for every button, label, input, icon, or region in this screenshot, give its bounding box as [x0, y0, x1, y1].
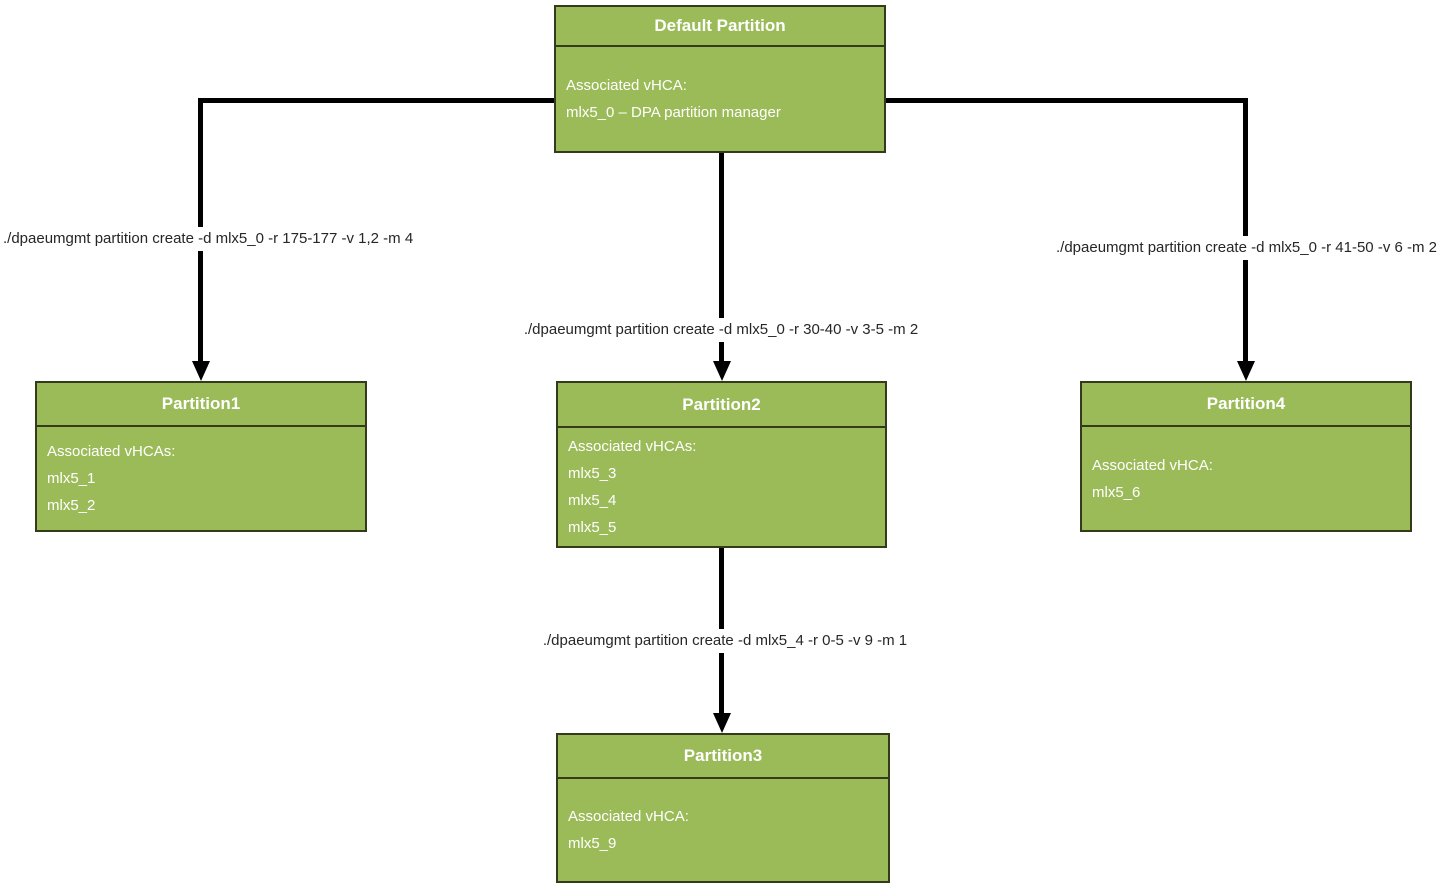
box-default-partition-line: mlx5_0 – DPA partition manager [566, 104, 781, 121]
connector-right-horizontal [884, 98, 1248, 103]
box-partition2-line: Associated vHCAs: [568, 438, 697, 455]
box-default-partition-title: Default Partition [556, 7, 884, 47]
connector-right-vertical [1243, 98, 1248, 362]
edge-label-create-partition2: ./dpaeumgmt partition create -d mlx5_0 -… [520, 318, 922, 342]
box-default-partition-body: Associated vHCA: mlx5_0 – DPA partition … [556, 47, 884, 151]
box-partition4-body: Associated vHCA: mlx5_6 [1082, 427, 1410, 530]
edge-label-create-partition1: ./dpaeumgmt partition create -d mlx5_0 -… [0, 227, 417, 251]
box-partition4-line: mlx5_6 [1092, 483, 1141, 501]
arrowhead-to-partition2 [713, 361, 731, 381]
box-partition2: Partition2 Associated vHCAs: mlx5_3 mlx5… [556, 381, 887, 548]
box-partition3-line: Associated vHCA: [568, 808, 689, 825]
box-partition2-title: Partition2 [558, 383, 885, 428]
box-partition2-body: Associated vHCAs: mlx5_3 mlx5_4 mlx5_5 [558, 428, 885, 546]
edge-label-create-partition3: ./dpaeumgmt partition create -d mlx5_4 -… [539, 629, 911, 653]
box-partition3-body: Associated vHCA: mlx5_9 [558, 779, 888, 881]
box-partition4-title: Partition4 [1082, 383, 1410, 427]
box-partition3-title: Partition3 [558, 735, 888, 779]
box-partition1-body: Associated vHCAs: mlx5_1 mlx5_2 [37, 427, 365, 530]
arrowhead-to-partition1 [192, 361, 210, 381]
box-partition2-line: mlx5_3 [568, 465, 617, 482]
edge-label-create-partition4: ./dpaeumgmt partition create -d mlx5_0 -… [1053, 236, 1440, 260]
arrowhead-to-partition4 [1237, 361, 1255, 381]
box-default-partition-line: Associated vHCA: [566, 77, 687, 94]
box-partition1-line: Associated vHCAs: [47, 443, 176, 460]
box-partition1: Partition1 Associated vHCAs: mlx5_1 mlx5… [35, 381, 367, 532]
connector-center-vertical [719, 150, 724, 362]
connector-left-horizontal [198, 98, 556, 103]
box-partition3: Partition3 Associated vHCA: mlx5_9 [556, 733, 890, 883]
box-partition2-line: mlx5_5 [568, 519, 617, 536]
box-default-partition: Default Partition Associated vHCA: mlx5_… [554, 5, 886, 153]
box-partition1-line: mlx5_1 [47, 470, 96, 487]
box-partition4: Partition4 Associated vHCA: mlx5_6 [1080, 381, 1412, 532]
box-partition3-line: mlx5_9 [568, 835, 617, 852]
box-partition4-line: Associated vHCA: [1092, 456, 1213, 474]
box-partition1-line: mlx5_2 [47, 497, 96, 514]
box-partition1-title: Partition1 [37, 383, 365, 427]
arrowhead-to-partition3 [713, 713, 731, 733]
box-partition2-line: mlx5_4 [568, 492, 617, 509]
